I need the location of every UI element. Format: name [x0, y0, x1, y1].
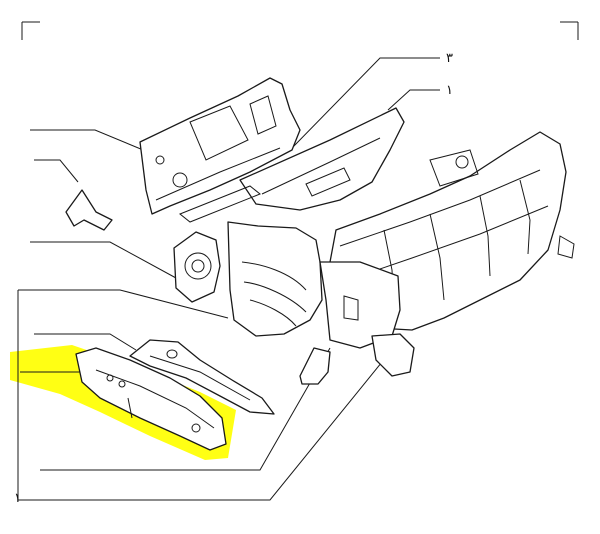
round-mount-plate	[173, 231, 221, 303]
small-bracket	[299, 347, 331, 385]
side-rail-lower-highlighted	[75, 347, 227, 451]
center-panel	[319, 261, 415, 377]
leader-lines-right	[291, 57, 440, 149]
label-top-right-lower: ١	[446, 83, 453, 98]
l-bracket	[65, 189, 113, 231]
wheel-arch-panel	[227, 221, 323, 337]
corner-marks	[21, 21, 579, 40]
label-bottom-left: ١	[14, 491, 21, 506]
label-top-right-upper: ٣	[446, 51, 453, 66]
leader-lines-left	[17, 129, 383, 501]
upper-bulkhead-panel	[139, 77, 301, 215]
cowl-crossmember	[179, 107, 405, 223]
side-rail-upper	[129, 339, 275, 415]
